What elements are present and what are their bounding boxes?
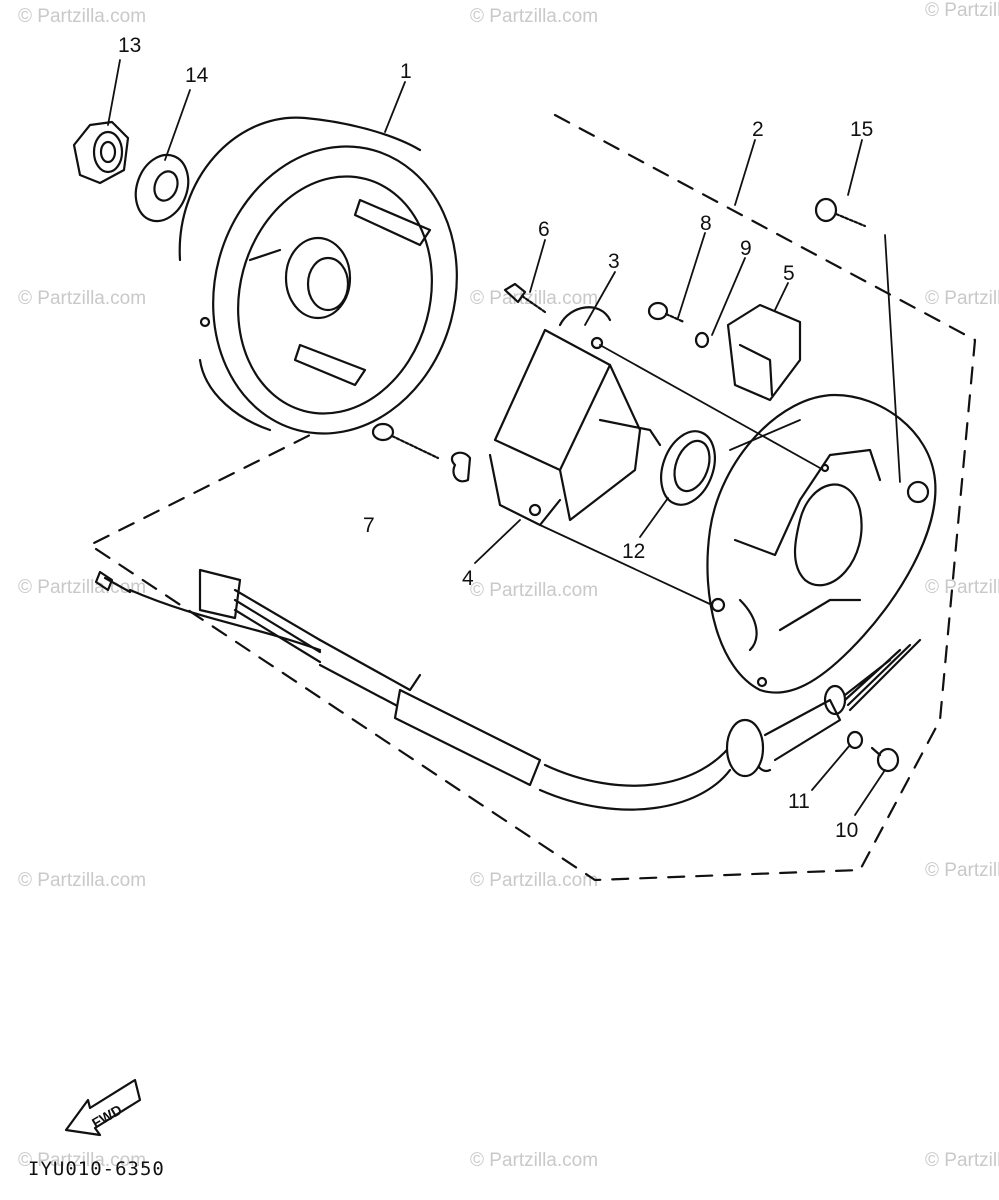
callout-13: 13 (118, 34, 141, 57)
nut-13 (72, 120, 130, 185)
watermark: © Partzilla.com (470, 870, 599, 891)
screw-7 (371, 422, 440, 460)
diagram-code: IYU010-6350 (28, 1158, 165, 1180)
watermark: © Partzilla.com (18, 870, 147, 891)
fwd-arrow-icon (64, 1078, 142, 1137)
wire-harness (94, 568, 922, 811)
pulser-coil-4 (488, 453, 562, 527)
callout-3: 3 (608, 250, 620, 273)
watermark: © Partzilla.com (925, 1150, 999, 1171)
washer-9 (694, 331, 710, 349)
callout-5: 5 (783, 262, 795, 285)
callout-11: 11 (788, 790, 810, 813)
screw-6 (503, 282, 547, 314)
clamp (450, 451, 472, 483)
watermark: © Partzilla.com (470, 580, 599, 601)
watermark: © Partzilla.com (470, 288, 599, 309)
screw-8 (647, 301, 686, 324)
callout-15: 15 (850, 118, 873, 141)
callout-8: 8 (700, 212, 712, 235)
watermark: © Partzilla.com (470, 6, 599, 27)
lighting-coil-5 (726, 303, 802, 402)
washer-14 (134, 153, 190, 223)
watermark: © Partzilla.com (925, 0, 999, 21)
screw-10 (870, 746, 900, 773)
callout-14: 14 (185, 64, 209, 87)
washer-11 (846, 730, 864, 750)
screw-15 (814, 197, 867, 228)
callout-10: 10 (835, 819, 858, 842)
watermark: © Partzilla.com (470, 1150, 599, 1171)
flywheel-rotor-1 (178, 116, 458, 435)
callout-4: 4 (462, 567, 474, 590)
callout-6: 6 (538, 218, 550, 241)
leader-lines (107, 59, 901, 816)
callout-12: 12 (622, 540, 645, 563)
watermark: © Partzilla.com (925, 860, 999, 881)
watermark: © Partzilla.com (18, 1150, 147, 1171)
watermark: © Partzilla.com (925, 577, 999, 598)
callout-7: 7 (363, 514, 375, 537)
watermark: © Partzilla.com (925, 288, 999, 309)
watermark: © Partzilla.com (18, 6, 147, 27)
callout-9: 9 (740, 237, 752, 260)
charge-coil-3 (493, 306, 662, 522)
watermark: © Partzilla.com (18, 288, 147, 309)
callout-1: 1 (400, 60, 412, 83)
grommet-12 (660, 430, 716, 506)
callout-2: 2 (752, 118, 764, 141)
assembly-boundary (88, 113, 977, 882)
stator-base-plate-2 (706, 393, 937, 694)
